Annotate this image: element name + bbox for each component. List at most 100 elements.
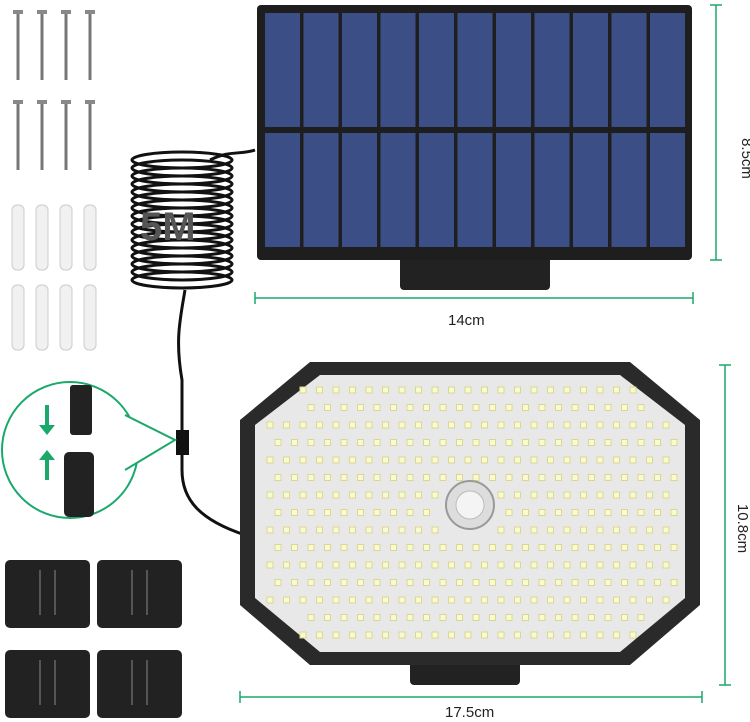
led [357,509,364,516]
led [588,614,595,621]
led [382,386,389,394]
wall-anchor [11,204,25,271]
led [637,614,645,621]
led [497,456,505,464]
screws-group [11,10,97,351]
led [307,544,315,551]
led [646,456,653,464]
led [563,631,571,639]
led [555,614,562,621]
led [646,596,653,604]
led [274,544,282,551]
led [555,404,562,411]
led [332,491,340,499]
led [481,421,488,429]
led [621,404,628,411]
solar-cell [342,13,377,127]
solar-cell [380,13,416,127]
screw [64,10,68,80]
led [423,474,430,481]
led [621,509,628,516]
led [415,631,422,639]
led [464,421,472,429]
arrow-up-icon [39,450,55,480]
led [497,526,505,534]
wall-anchor [83,284,97,351]
led [266,561,274,569]
led [530,421,538,429]
led [604,404,612,411]
led [538,404,546,411]
led [439,439,447,446]
led [621,474,628,481]
led [555,474,562,481]
led [456,439,463,446]
wall-anchor [35,204,49,271]
led [522,474,529,481]
screw [88,10,92,80]
led [423,544,430,551]
led [299,421,307,429]
led [629,456,637,464]
led [349,386,356,394]
led [530,561,538,569]
flood-light [240,362,700,685]
led [629,386,637,394]
led [316,561,323,569]
led [588,579,595,586]
led [547,631,554,639]
solar-cell [611,133,647,247]
arrow-down-icon [39,405,55,435]
led [324,439,331,446]
led [448,631,455,639]
led [415,526,422,534]
led [406,439,414,446]
bracket [97,560,182,628]
led [472,474,480,481]
led [316,491,323,499]
led [497,596,505,604]
led [365,561,373,569]
led [357,474,364,481]
led [340,439,348,446]
led [547,526,554,534]
led [538,614,546,621]
led [332,631,340,639]
led [349,526,356,534]
led [547,456,554,464]
led [596,386,604,394]
led [604,614,612,621]
solar-cell [265,133,300,247]
mounting-brackets [5,560,182,718]
led [340,474,348,481]
led [522,439,529,446]
led [514,561,521,569]
led [332,421,340,429]
led [431,561,439,569]
led [266,526,274,534]
led [563,526,571,534]
led [332,561,340,569]
led [398,386,406,394]
led [662,421,670,429]
cable-coil [130,150,234,290]
led [481,561,488,569]
led [382,631,389,639]
wall-anchor [59,204,73,271]
led [580,491,587,499]
led [283,596,290,604]
led [604,509,612,516]
led [588,544,595,551]
led [662,596,670,604]
led [621,614,628,621]
led [316,456,323,464]
led [365,421,373,429]
led [307,579,315,586]
led [448,456,455,464]
led [448,596,455,604]
led [497,491,505,499]
led [390,509,397,516]
led [538,509,546,516]
led [299,631,307,639]
led [390,579,397,586]
